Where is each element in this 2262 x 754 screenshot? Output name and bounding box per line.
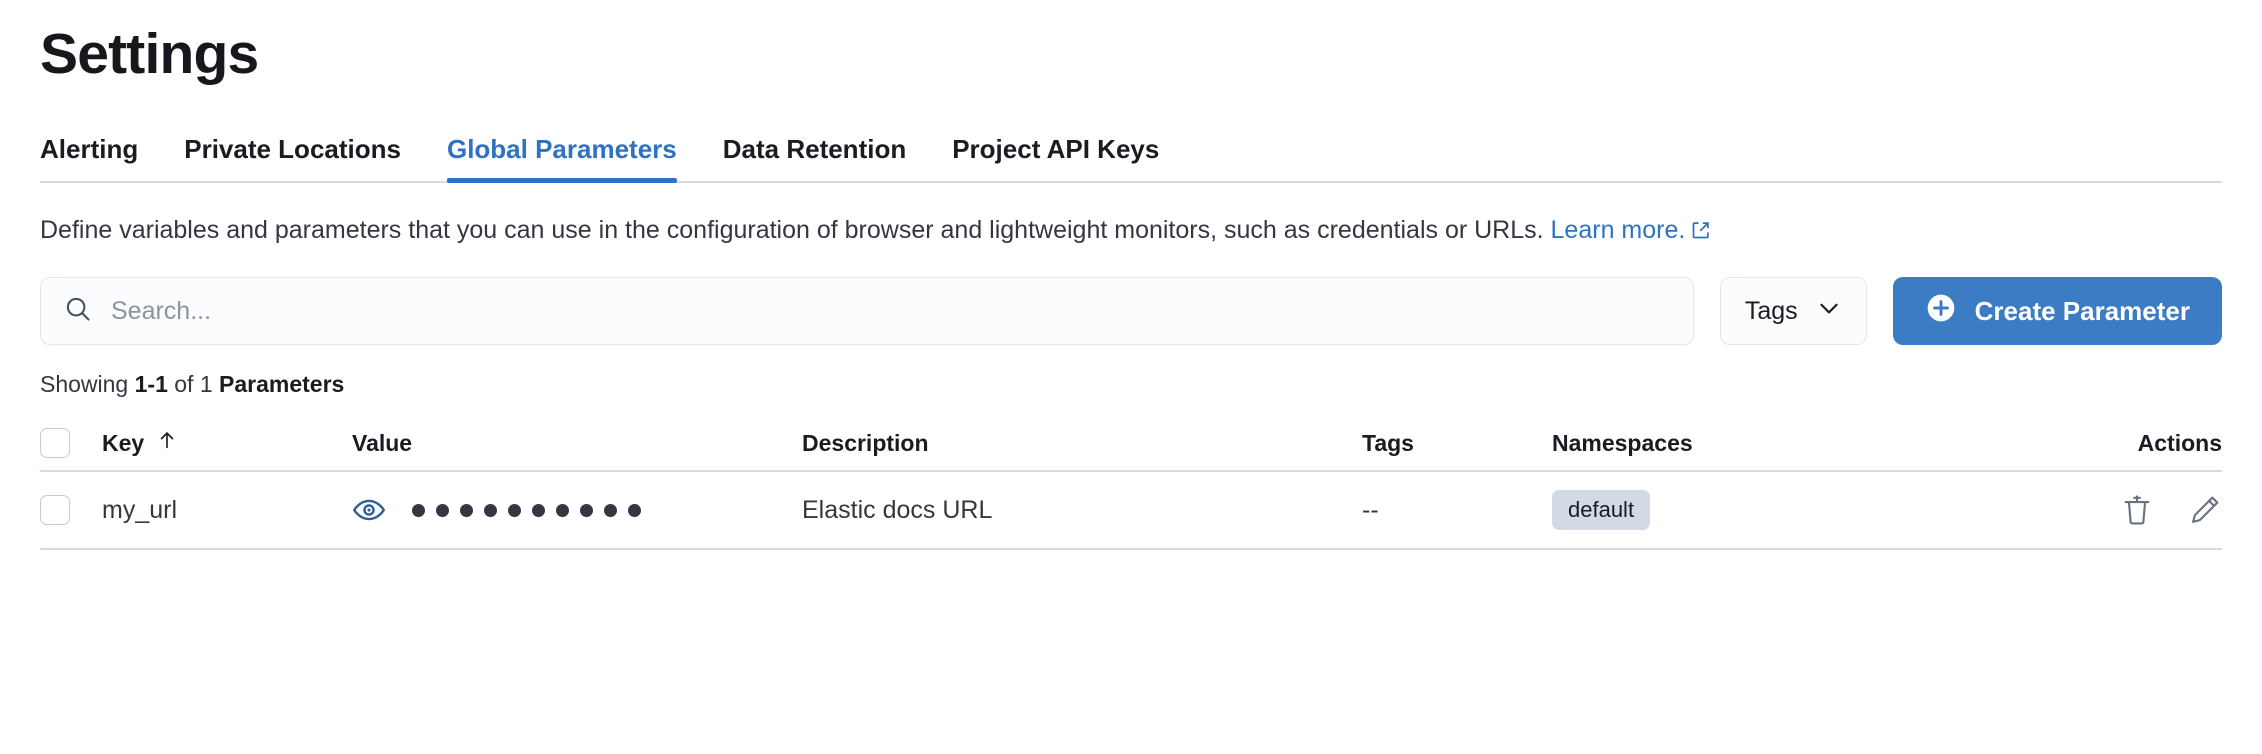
column-header-description[interactable]: Description [802, 430, 1362, 457]
description-text: Define variables and parameters that you… [40, 213, 2220, 249]
cell-value [352, 493, 802, 527]
column-header-value[interactable]: Value [352, 430, 802, 457]
trash-icon[interactable] [2120, 493, 2154, 527]
description-body: Define variables and parameters that you… [40, 216, 1551, 244]
results-middle: of 1 [167, 371, 220, 397]
create-parameter-button[interactable]: Create Parameter [1892, 277, 2222, 345]
row-select-checkbox[interactable] [40, 495, 70, 525]
learn-more-link[interactable]: Learn more. [1551, 216, 1712, 244]
cell-key: my_url [102, 495, 178, 524]
cell-namespaces: default [1552, 489, 2042, 531]
column-header-description-label: Description [802, 429, 929, 456]
column-header-key-label: Key [102, 429, 145, 456]
toolbar: Tags Create Parameter [40, 277, 2222, 345]
column-header-namespaces[interactable]: Namespaces [1552, 430, 2042, 457]
table-row: my_url Elastic docs URL -- default [40, 472, 2222, 550]
arrow-up-icon [156, 429, 178, 457]
tab-bar: Alerting Private Locations Global Parame… [40, 125, 2222, 183]
column-header-key[interactable]: Key [102, 429, 352, 457]
results-range: 1-1 [134, 371, 168, 397]
column-header-tags-label: Tags [1362, 429, 1414, 456]
search-icon [63, 294, 93, 329]
eye-icon[interactable] [352, 493, 386, 527]
table-header-row: Key Value Description Tags Namespaces Ac… [40, 416, 2222, 472]
page-title: Settings [40, 22, 259, 86]
results-prefix: Showing [40, 371, 135, 397]
row-select-cell [40, 495, 102, 525]
cell-actions [2042, 493, 2222, 527]
column-header-namespaces-label: Namespaces [1552, 429, 1693, 456]
plus-circle-icon [1925, 292, 1957, 331]
chevron-down-icon [1816, 295, 1842, 328]
column-header-actions: Actions [2042, 430, 2222, 457]
tab-global-parameters[interactable]: Global Parameters [446, 134, 677, 183]
learn-more-label: Learn more. [1550, 216, 1686, 244]
tags-filter-button[interactable]: Tags [1719, 277, 1867, 345]
tab-private-locations[interactable]: Private Locations [184, 134, 401, 164]
select-all-checkbox[interactable] [40, 428, 70, 458]
tab-data-retention[interactable]: Data Retention [722, 134, 907, 164]
cell-tags: -- [1362, 495, 1379, 524]
tab-project-api-keys[interactable]: Project API Keys [952, 134, 1160, 164]
column-header-tags[interactable]: Tags [1362, 430, 1552, 457]
select-all-cell [40, 428, 102, 458]
tab-alerting[interactable]: Alerting [40, 134, 139, 164]
tags-filter-label: Tags [1744, 296, 1798, 325]
namespace-badge: default [1552, 489, 1651, 531]
external-link-icon [1691, 215, 1711, 249]
search-input[interactable] [111, 296, 1671, 326]
column-header-value-label: Value [352, 429, 413, 456]
parameters-table: Key Value Description Tags Namespaces Ac… [40, 416, 2222, 550]
masked-value [412, 503, 641, 517]
pencil-icon[interactable] [2188, 493, 2222, 527]
results-count: Showing 1-1 of 1 Parameters [40, 371, 2222, 398]
search-box[interactable] [40, 277, 1694, 345]
column-header-actions-label: Actions [2137, 429, 2222, 456]
create-parameter-label: Create Parameter [1974, 295, 2190, 326]
cell-description: Elastic docs URL [802, 495, 993, 524]
results-noun: Parameters [219, 371, 345, 397]
